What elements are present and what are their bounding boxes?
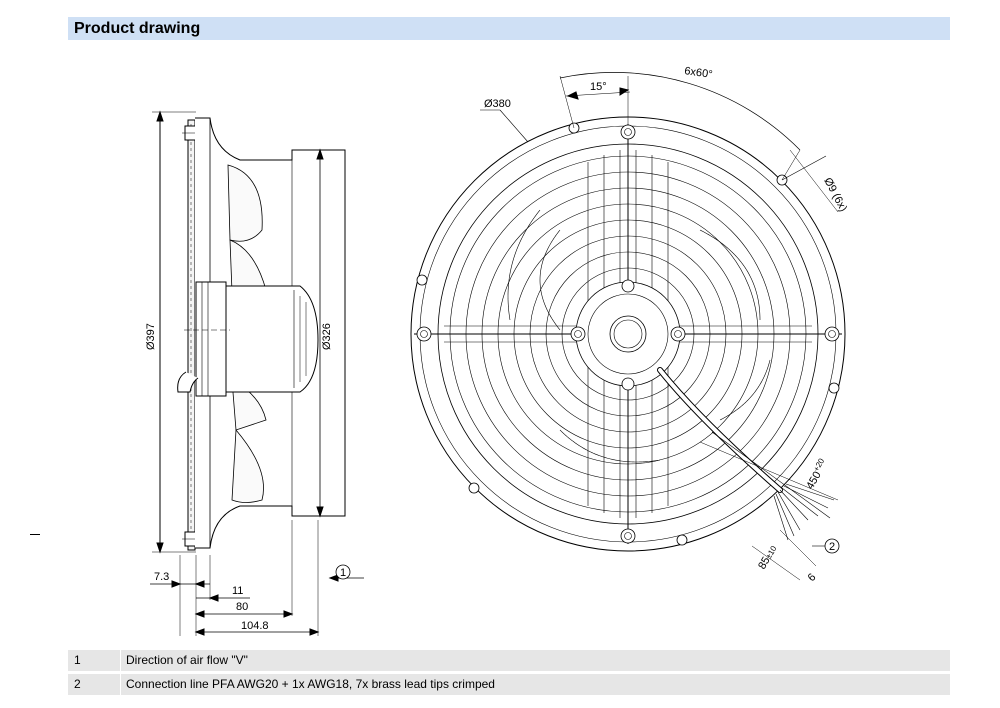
dim-offset-11: 11: [232, 585, 243, 597]
side-view-labels: Ø397 Ø326 7.3 11 80 104.8 1: [145, 323, 346, 632]
side-view: [150, 110, 364, 636]
dim-outer-diameter: Ø397: [145, 323, 157, 350]
dim-angle-6x60: 6x60°: [684, 65, 714, 81]
callout-2: 2: [829, 541, 835, 553]
dim-cable-length: 450+20: [802, 456, 830, 491]
legend-text: Direction of air flow "V": [126, 653, 248, 667]
margin-mark: [30, 534, 40, 535]
strip-length-value: 85: [756, 555, 773, 572]
front-view: [410, 72, 846, 581]
callout-1: 1: [340, 567, 346, 579]
legend-divider: [120, 674, 121, 695]
dim-angle-15: 15°: [590, 81, 607, 93]
legend-table: 1 Direction of air flow "V" 2 Connection…: [68, 650, 950, 698]
dim-lead-6: 6: [806, 571, 819, 584]
dim-inner-diameter: Ø326: [321, 323, 333, 350]
dim-bolt-circle: Ø380: [484, 98, 511, 110]
section-header: Product drawing: [68, 17, 950, 40]
legend-number: 1: [74, 653, 81, 667]
legend-row: 2 Connection line PFA AWG20 + 1x AWG18, …: [68, 674, 950, 695]
dim-offset-80: 80: [236, 601, 248, 613]
legend-number: 2: [74, 677, 81, 691]
cable-length-value: 450: [804, 470, 824, 492]
strip-length-tol: ±10: [764, 544, 779, 560]
dim-flange-thickness: 7.3: [154, 571, 169, 583]
cable-length-tol: +20: [812, 456, 827, 473]
product-drawing: Ø397 Ø326 7.3 11 80 104.8 1: [145, 65, 849, 636]
section-title: Product drawing: [74, 20, 201, 37]
legend-divider: [120, 650, 121, 671]
legend-text: Connection line PFA AWG20 + 1x AWG18, 7x…: [126, 677, 495, 691]
dim-depth: 104.8: [241, 620, 269, 632]
legend-row: 1 Direction of air flow "V": [68, 650, 950, 671]
dim-strip-length: 85±10: [756, 543, 779, 572]
